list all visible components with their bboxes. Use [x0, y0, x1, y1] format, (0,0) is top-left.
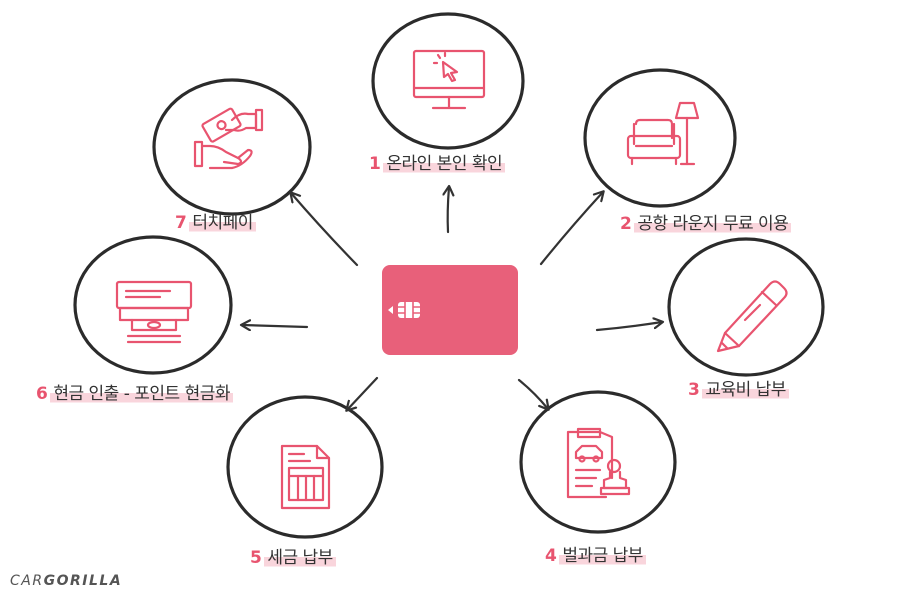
arrow-to-node-3 — [595, 322, 662, 332]
node-circle-6 — [73, 235, 233, 375]
brand-logo-part2: GORILLA — [43, 573, 123, 589]
node-number: 3 — [688, 380, 700, 400]
pencil-icon — [716, 280, 788, 353]
arrow-to-node-7 — [291, 193, 359, 267]
node-text: 벌과금 납부 — [559, 546, 646, 566]
node-number: 6 — [36, 384, 48, 404]
node-number: 4 — [545, 546, 557, 566]
brand-logo-part1: CAR — [10, 573, 44, 589]
node-number: 2 — [620, 214, 632, 234]
node-circle-7 — [152, 78, 312, 216]
node-circle-2 — [583, 68, 737, 208]
hand-payment-icon — [193, 107, 264, 170]
arrow-to-node-1 — [448, 187, 449, 234]
monitor-click-icon — [412, 49, 486, 110]
sofa-lamp-icon — [626, 101, 700, 166]
node-number: 7 — [175, 213, 187, 233]
node-circle-5 — [226, 395, 384, 539]
arrow-to-node-6 — [242, 325, 309, 327]
credit-card — [382, 265, 518, 355]
arrow-to-node-2 — [539, 192, 603, 266]
node-text: 온라인 본인 확인 — [383, 154, 506, 174]
node-text: 터치페이 — [189, 213, 256, 233]
node-number: 1 — [369, 154, 381, 174]
node-text: 교육비 납부 — [702, 380, 789, 400]
document-stamp-car-icon — [566, 427, 631, 499]
tax-document-icon — [280, 444, 331, 510]
arrow-to-node-4 — [517, 378, 548, 409]
atm-cash-icon — [115, 280, 193, 344]
node-text: 현금 인출 - 포인트 현금화 — [50, 384, 233, 404]
arrow-to-node-5 — [347, 376, 379, 410]
node-number: 5 — [250, 548, 262, 568]
node-text: 세금 납부 — [264, 548, 336, 568]
card-pointer-icon — [388, 306, 393, 314]
credit-card-chip-icon — [398, 302, 420, 318]
node-circle-3 — [667, 237, 825, 377]
brand-logo: CARGORILLA — [10, 573, 122, 589]
node-text: 공항 라운지 무료 이용 — [634, 214, 792, 234]
node-circle-1 — [371, 12, 525, 150]
node-circle-4 — [519, 390, 677, 534]
